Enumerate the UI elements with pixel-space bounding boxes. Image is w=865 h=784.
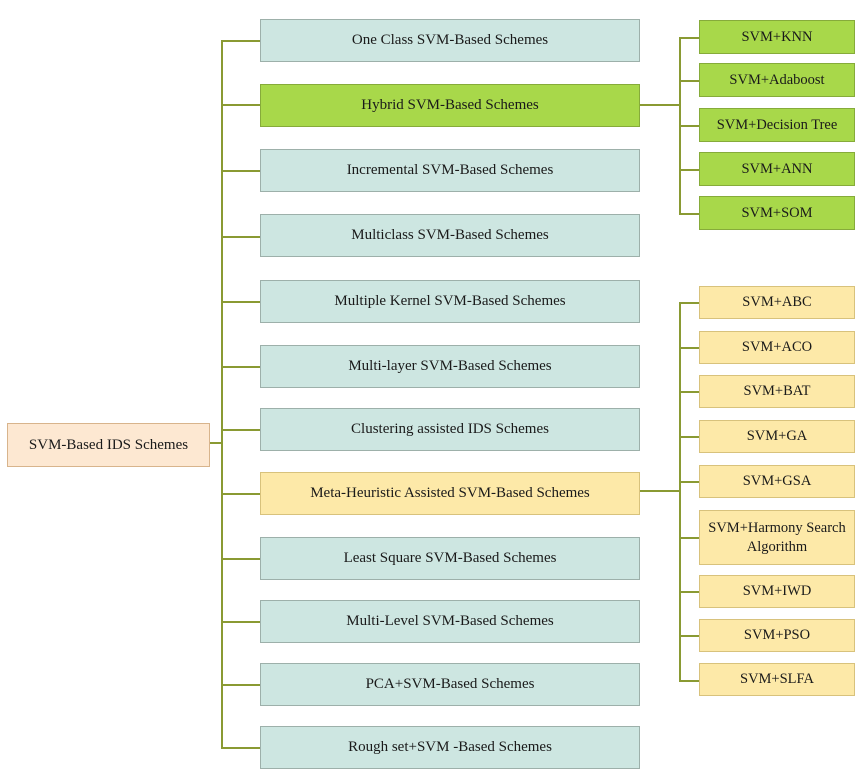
branch-3 [221,236,260,238]
root-connector [210,442,222,444]
branch-2 [221,170,260,172]
meta-leaf-iwd: SVM+IWD [699,575,855,608]
meta-branch-2 [679,391,699,393]
meta-branch-0 [679,302,699,304]
branch-4 [221,301,260,303]
category-clustering-assisted: Clustering assisted IDS Schemes [260,408,640,451]
meta-branch-8 [679,680,699,682]
category-multi-level: Multi-Level SVM-Based Schemes [260,600,640,643]
meta-leaf-pso: SVM+PSO [699,619,855,652]
branch-11 [221,747,260,749]
root-node: SVM-Based IDS Schemes [7,423,210,467]
meta-branch-3 [679,436,699,438]
branch-8 [221,558,260,560]
meta-branch-6 [679,591,699,593]
meta-branch-7 [679,635,699,637]
category-rough-set: Rough set+SVM -Based Schemes [260,726,640,769]
meta-branch-1 [679,347,699,349]
hybrid-branch-3 [679,169,699,171]
category-incremental: Incremental SVM-Based Schemes [260,149,640,192]
meta-leaf-abc: SVM+ABC [699,286,855,319]
category-hybrid: Hybrid SVM-Based Schemes [260,84,640,127]
branch-0 [221,40,260,42]
meta-connector [640,490,680,492]
meta-trunk [679,302,681,681]
hybrid-branch-4 [679,213,699,215]
branch-10 [221,684,260,686]
category-trunk [221,40,223,748]
category-multiclass: Multiclass SVM-Based Schemes [260,214,640,257]
hybrid-leaf-adaboost: SVM+Adaboost [699,63,855,97]
category-one-class: One Class SVM-Based Schemes [260,19,640,62]
branch-5 [221,366,260,368]
category-meta-heuristic: Meta-Heuristic Assisted SVM-Based Scheme… [260,472,640,515]
hybrid-leaf-knn: SVM+KNN [699,20,855,54]
hybrid-leaf-som: SVM+SOM [699,196,855,230]
meta-leaf-bat: SVM+BAT [699,375,855,408]
meta-leaf-harmony-search: SVM+Harmony Search Algorithm [699,510,855,565]
branch-7 [221,493,260,495]
meta-leaf-slfa: SVM+SLFA [699,663,855,696]
category-multiple-kernel: Multiple Kernel SVM-Based Schemes [260,280,640,323]
meta-leaf-aco: SVM+ACO [699,331,855,364]
meta-leaf-gsa: SVM+GSA [699,465,855,498]
hybrid-branch-0 [679,37,699,39]
hybrid-branch-2 [679,125,699,127]
branch-9 [221,621,260,623]
branch-6 [221,429,260,431]
meta-branch-4 [679,481,699,483]
category-least-square: Least Square SVM-Based Schemes [260,537,640,580]
hybrid-leaf-decision-tree: SVM+Decision Tree [699,108,855,142]
hybrid-branch-1 [679,80,699,82]
category-multi-layer: Multi-layer SVM-Based Schemes [260,345,640,388]
hybrid-leaf-ann: SVM+ANN [699,152,855,186]
branch-1 [221,104,260,106]
meta-branch-5 [679,537,699,539]
category-pca-svm: PCA+SVM-Based Schemes [260,663,640,706]
meta-leaf-ga: SVM+GA [699,420,855,453]
hybrid-connector [640,104,680,106]
